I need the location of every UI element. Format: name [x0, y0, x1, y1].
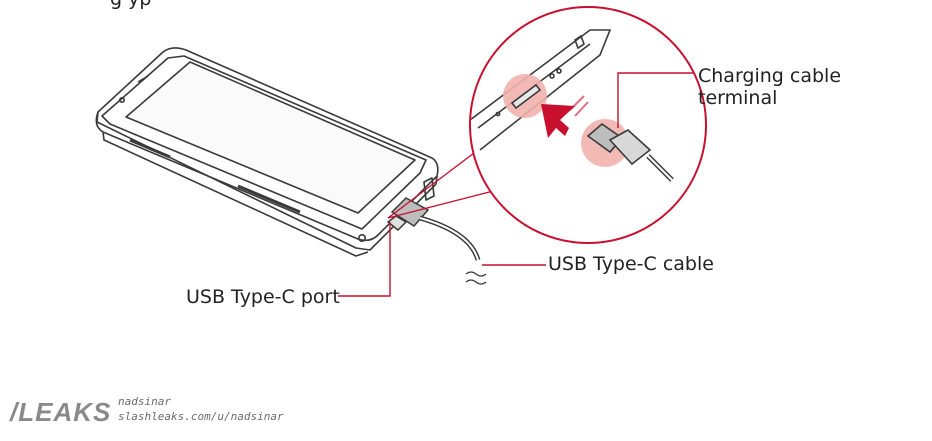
cable-break-mark [465, 271, 487, 285]
phone-front-edge [101, 55, 427, 230]
usb-cable-path [419, 215, 481, 261]
insert-arrow [541, 104, 575, 138]
terminal-leader [617, 72, 694, 128]
label-charging-cable-terminal: Charging cable terminal [698, 65, 842, 109]
usb-port-opening [510, 83, 542, 110]
watermark-brand: /LEAKS [10, 397, 112, 427]
label-usb-type-c-cable: USB Type-C cable [548, 253, 714, 275]
usb-plug [386, 197, 487, 285]
watermark: /LEAKS nadsinar slashleaks.com/u/nadsina… [10, 393, 310, 433]
phone-illustration [95, 47, 439, 257]
phone-screen [125, 61, 416, 214]
phone-side-edge-inner [102, 131, 369, 257]
cropped-header-text: g yp [110, 0, 151, 10]
callout-lines [338, 72, 694, 297]
headphone-jack [357, 234, 366, 243]
label-usb-type-c-port: USB Type-C port [186, 286, 340, 308]
watermark-user: nadsinar [118, 395, 171, 408]
magnified-view [387, 6, 707, 244]
front-camera [119, 97, 126, 104]
side-key [237, 184, 301, 214]
port-leader [338, 222, 391, 297]
magnifier-connector [387, 149, 506, 219]
watermark-url: slashleaks.com/u/nadsinar [118, 410, 284, 423]
volume-button [129, 138, 171, 159]
bottom-port-side [423, 177, 435, 201]
phone-side-edge [96, 111, 438, 251]
magnifier-circle [469, 6, 707, 244]
